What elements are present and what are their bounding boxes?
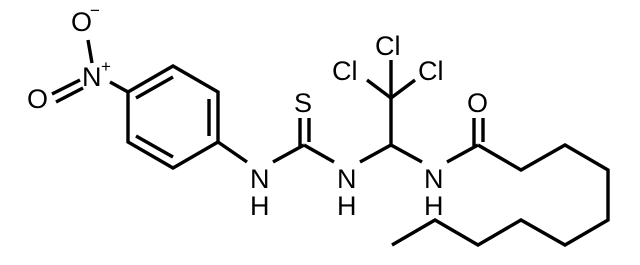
bond-thiocarbonyl-nh — [303, 143, 335, 164]
atom-chlorine-top: Cl — [375, 31, 401, 61]
nitro-group: O − N + O — [27, 1, 129, 114]
atom-nitrogen: N — [337, 164, 357, 194]
trichloromethyl: Cl Cl Cl — [332, 31, 444, 145]
nh-middle: N H — [337, 164, 357, 221]
bond-n-o-double-a — [51, 78, 81, 96]
atom-chlorine-right: Cl — [418, 56, 444, 86]
benzene-ring — [126, 64, 220, 170]
bond-nh-carbonyl — [446, 143, 479, 164]
nh-left: N H — [250, 164, 270, 221]
charge-minus: − — [90, 1, 100, 20]
atom-oxygen-double: O — [27, 84, 48, 114]
atom-oxygen-anion: O — [71, 7, 92, 37]
alkyl-chain — [391, 143, 610, 247]
nh-right: N H — [424, 164, 444, 221]
atom-chlorine-left: Cl — [332, 56, 358, 86]
atom-nitrogen: N — [424, 164, 444, 194]
ring-inner-bond-1 — [135, 75, 174, 100]
bond-nh-thiocarbonyl — [272, 143, 305, 164]
atom-nitrogen: N — [250, 164, 270, 194]
bond-ring-nh — [217, 140, 248, 164]
bond-n-o-single — [86, 39, 94, 64]
bond-n-o-double-b — [55, 86, 84, 104]
bond-n-ring — [109, 80, 129, 94]
bond-ch-nh — [390, 143, 423, 164]
atom-oxygen: O — [467, 88, 488, 118]
carbonyl: O — [467, 88, 488, 146]
bond-c-cl-right — [389, 78, 417, 100]
atom-hydrogen: H — [424, 191, 444, 221]
ring-outline — [126, 64, 220, 170]
bond-nh-ch — [359, 143, 392, 164]
atom-hydrogen: H — [337, 191, 357, 221]
charge-plus: + — [101, 57, 111, 76]
thiocarbonyl: S — [294, 88, 312, 146]
atom-sulfur: S — [294, 88, 312, 118]
atom-nitrogen-cation: N — [82, 62, 102, 92]
bond-c-cl-left — [365, 78, 393, 100]
atom-hydrogen: H — [250, 191, 270, 221]
ring-inner-bond-3 — [135, 134, 174, 159]
